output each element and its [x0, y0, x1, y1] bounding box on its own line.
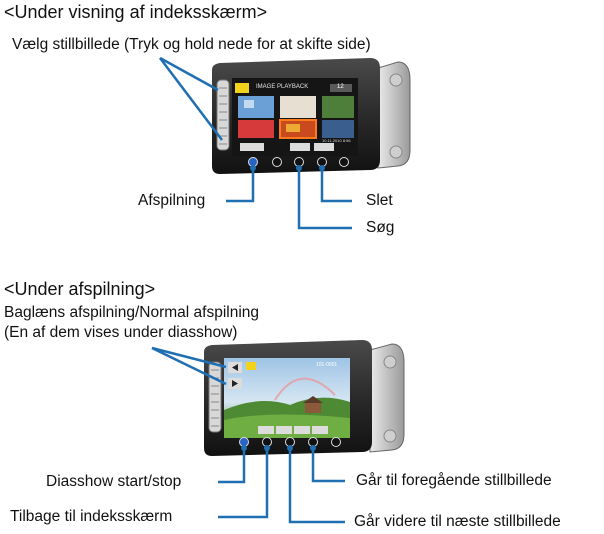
reverse-callout-line-a	[151, 346, 227, 369]
select-callout-line-b	[159, 57, 223, 141]
screen-prev-button[interactable]	[294, 426, 310, 434]
play-callout-line	[226, 168, 255, 203]
slideshow-label: Diasshow start/stop	[46, 473, 182, 490]
hw-button-5b[interactable]	[331, 437, 341, 447]
photo-mode-icon-2	[246, 362, 256, 370]
next-label: Går videre til næste stillbillede	[354, 513, 561, 530]
slideshow-callout-line	[218, 448, 246, 484]
reverse-label-line2: (En af dem vises under diasshow)	[4, 324, 238, 341]
select-callout-line-a	[159, 56, 219, 92]
screen-next-button[interactable]	[312, 426, 328, 434]
delete-label: Slet	[366, 192, 393, 209]
play-label: Afspilning	[138, 192, 206, 209]
page-indicator: 12	[337, 84, 344, 90]
file-number: 101-0001	[316, 362, 338, 368]
screen-pause-button[interactable]	[258, 426, 274, 434]
index-section-heading: <Under visning af indeksskærm>	[4, 2, 268, 22]
reverse-callout-line-b	[151, 346, 227, 386]
previous-label: Går til foregående stillbillede	[356, 472, 552, 489]
screen-search-button[interactable]	[290, 143, 310, 151]
camera-side-flap	[377, 61, 411, 169]
photo-mode-icon	[235, 83, 249, 93]
search-label: Søg	[366, 219, 395, 236]
screen-delete-button[interactable]	[314, 143, 334, 151]
reverse-label-line1: Baglæns afspilning/Normal afspilning	[4, 304, 260, 321]
screen-title: IMAGE PLAYBACK	[256, 84, 309, 90]
index-callout-line	[218, 448, 269, 519]
select-still-label: Vælg stillbillede (Tryk og hold nede for…	[12, 36, 371, 53]
thumbnail-grid[interactable]	[238, 96, 354, 139]
index-return-label: Tilbage til indeksskærm	[10, 508, 173, 525]
screen-play-button[interactable]	[240, 143, 264, 151]
search-callout-line	[297, 168, 352, 230]
playback-section-heading: <Under afspilning>	[4, 279, 156, 299]
hw-button-5[interactable]	[339, 157, 349, 167]
previous-callout-line	[311, 448, 345, 483]
date-text: 10.11.2010 8:56	[322, 138, 351, 143]
camera-side-flap-2	[369, 343, 405, 453]
hw-button-2[interactable]	[272, 157, 282, 167]
screen-stop-button[interactable]	[276, 426, 292, 434]
next-callout-line	[288, 448, 345, 524]
delete-callout-line	[320, 168, 352, 203]
